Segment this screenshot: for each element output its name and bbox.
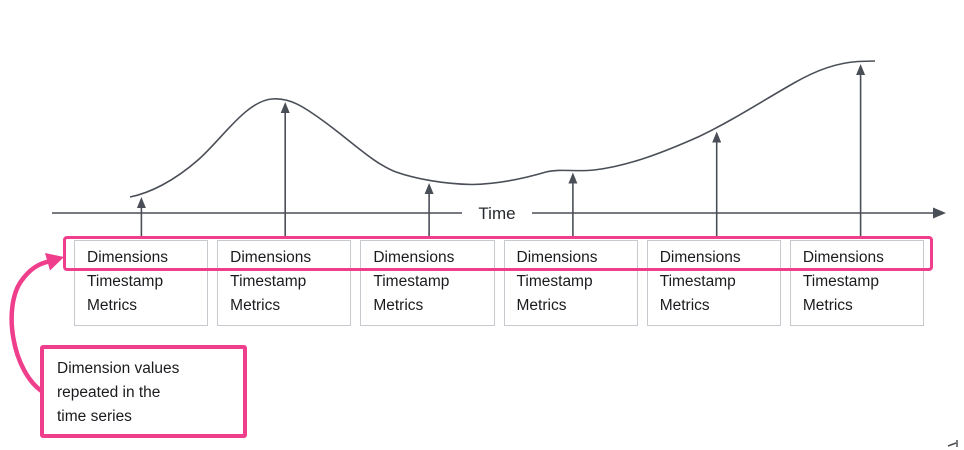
time-axis-arrowhead-icon: [933, 207, 946, 219]
record-box-1: Dimensions Timestamp Metrics: [74, 240, 209, 326]
sample-arrow-1: [136, 197, 146, 237]
record-metrics-label: Metrics: [659, 297, 710, 314]
record-timestamp-label: Timestamp: [373, 273, 450, 290]
screen-artifact: [947, 440, 958, 447]
record-boxes-row: Dimensions Timestamp Metrics Dimensions …: [74, 240, 925, 326]
record-metrics-label: Metrics: [802, 297, 853, 314]
time-axis-label: Time: [478, 204, 515, 223]
sample-arrow-6: [856, 64, 866, 237]
record-metrics-label: Metrics: [87, 297, 137, 314]
record-dimensions-label: Dimensions: [802, 249, 884, 266]
sample-arrow-3: [424, 183, 434, 237]
callout-box: Dimension values repeated in the time se…: [40, 345, 247, 438]
sample-arrow-2: [280, 102, 290, 237]
record-timestamp-label: Timestamp: [516, 273, 593, 290]
record-timestamp-label: Timestamp: [87, 273, 164, 290]
sample-arrow-4: [568, 172, 578, 237]
record-dimensions-label: Dimensions: [230, 249, 312, 266]
callout-text: Dimension values repeated in the time se…: [57, 360, 180, 425]
record-box-2: Dimensions Timestamp Metrics: [217, 240, 352, 326]
record-timestamp-label: Timestamp: [230, 273, 307, 290]
record-box-4: Dimensions Timestamp Metrics: [503, 240, 638, 326]
record-box-6: Dimensions Timestamp Metrics: [789, 240, 925, 326]
record-timestamp-label: Timestamp: [659, 273, 736, 290]
record-dimensions-label: Dimensions: [659, 249, 741, 266]
time-series-curve: [129, 60, 876, 198]
record-metrics-label: Metrics: [373, 297, 424, 314]
record-dimensions-label: Dimensions: [87, 249, 168, 266]
record-metrics-label: Metrics: [516, 297, 567, 314]
record-box-5: Dimensions Timestamp Metrics: [646, 240, 781, 326]
sample-arrow-5: [712, 131, 722, 237]
record-box-3: Dimensions Timestamp Metrics: [360, 240, 495, 326]
callout-arrow: [9, 253, 64, 395]
record-timestamp-label: Timestamp: [802, 273, 879, 290]
record-dimensions-label: Dimensions: [516, 249, 598, 266]
record-metrics-label: Metrics: [230, 297, 281, 314]
record-dimensions-label: Dimensions: [373, 249, 455, 266]
